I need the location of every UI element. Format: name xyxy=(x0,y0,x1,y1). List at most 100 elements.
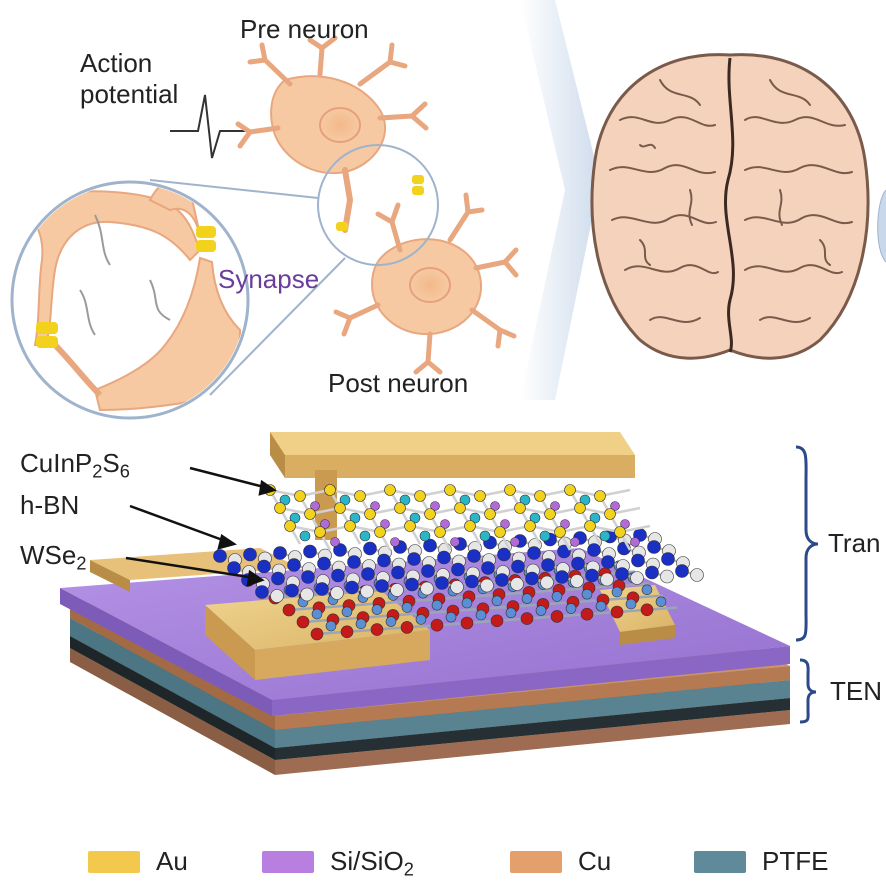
atom xyxy=(318,557,331,570)
atom xyxy=(295,491,306,502)
atom xyxy=(272,572,285,585)
atom xyxy=(371,624,383,636)
atom xyxy=(301,588,314,601)
atom xyxy=(511,538,520,547)
atom xyxy=(602,556,615,569)
atom xyxy=(475,491,486,502)
atom xyxy=(416,614,426,624)
hbn-label: h-BN xyxy=(20,490,79,521)
atom xyxy=(341,626,353,638)
atom xyxy=(462,598,472,608)
atom xyxy=(275,503,286,514)
atom xyxy=(541,576,554,589)
atom xyxy=(332,569,345,582)
magnified-synapse-circle xyxy=(10,181,248,418)
atom xyxy=(311,628,323,640)
atom xyxy=(596,601,606,611)
chevron-divider xyxy=(520,0,600,400)
transistor-brace xyxy=(796,447,818,640)
atom xyxy=(505,485,516,496)
atom xyxy=(331,538,340,547)
atom xyxy=(258,560,271,573)
atom xyxy=(632,554,645,567)
atom xyxy=(615,527,626,538)
atom xyxy=(300,531,310,541)
atom xyxy=(495,527,506,538)
atom xyxy=(446,612,456,622)
atom xyxy=(285,521,296,532)
atom xyxy=(355,491,366,502)
atom xyxy=(362,568,375,581)
atom xyxy=(228,562,241,575)
atom xyxy=(506,608,516,618)
atom xyxy=(465,521,476,532)
atom xyxy=(581,608,593,620)
pre-neuron-label: Pre neuron xyxy=(240,14,369,45)
atom xyxy=(526,572,539,585)
atom xyxy=(214,550,227,563)
atom xyxy=(346,581,359,594)
legend-swatch xyxy=(510,851,562,873)
atom xyxy=(288,559,301,572)
atom xyxy=(425,509,436,520)
atom xyxy=(420,531,430,541)
atom xyxy=(315,527,326,538)
legend-swatch xyxy=(694,851,746,873)
atom xyxy=(585,521,596,532)
atom xyxy=(480,531,490,541)
atom xyxy=(676,565,689,578)
atom xyxy=(485,509,496,520)
atom xyxy=(402,602,412,612)
device-illustration xyxy=(60,432,790,775)
atom xyxy=(378,554,391,567)
atom xyxy=(316,583,329,596)
atom xyxy=(445,485,456,496)
atom xyxy=(436,577,449,590)
atom xyxy=(482,562,495,575)
atom xyxy=(431,619,443,631)
atom xyxy=(356,619,366,629)
atom xyxy=(641,604,653,616)
legend: Au Si/SiO2 Cu PTFE xyxy=(0,836,886,886)
atom xyxy=(512,560,525,573)
atom xyxy=(511,578,524,591)
atom xyxy=(571,575,584,588)
atom xyxy=(600,531,610,541)
legend-label: Si/SiO2 xyxy=(330,846,414,877)
atom xyxy=(522,594,532,604)
atom xyxy=(552,591,562,601)
atom xyxy=(545,509,556,520)
atom xyxy=(348,556,361,569)
atom xyxy=(391,584,404,597)
atom xyxy=(691,569,704,582)
atom xyxy=(392,566,405,579)
atom xyxy=(372,605,382,615)
atom xyxy=(364,542,377,555)
atom xyxy=(422,565,435,578)
atom xyxy=(386,617,396,627)
atom xyxy=(555,527,566,538)
atom xyxy=(305,509,316,520)
atom xyxy=(491,615,503,627)
atom xyxy=(646,566,659,579)
atom xyxy=(605,509,616,520)
atom xyxy=(536,606,546,616)
atom xyxy=(648,541,661,554)
atom xyxy=(455,503,466,514)
atom xyxy=(312,609,322,619)
atom xyxy=(556,571,569,584)
atom xyxy=(616,568,629,581)
atom xyxy=(642,585,652,595)
atom xyxy=(612,587,622,597)
transistor-label: Tran xyxy=(828,528,881,559)
atom xyxy=(492,596,502,606)
atom xyxy=(481,579,494,592)
teng-label: TEN xyxy=(830,676,882,707)
atom xyxy=(395,503,406,514)
atom xyxy=(408,553,421,566)
brain-illustration xyxy=(592,55,868,359)
atom xyxy=(586,569,599,582)
atom xyxy=(525,521,536,532)
atom xyxy=(631,538,640,547)
